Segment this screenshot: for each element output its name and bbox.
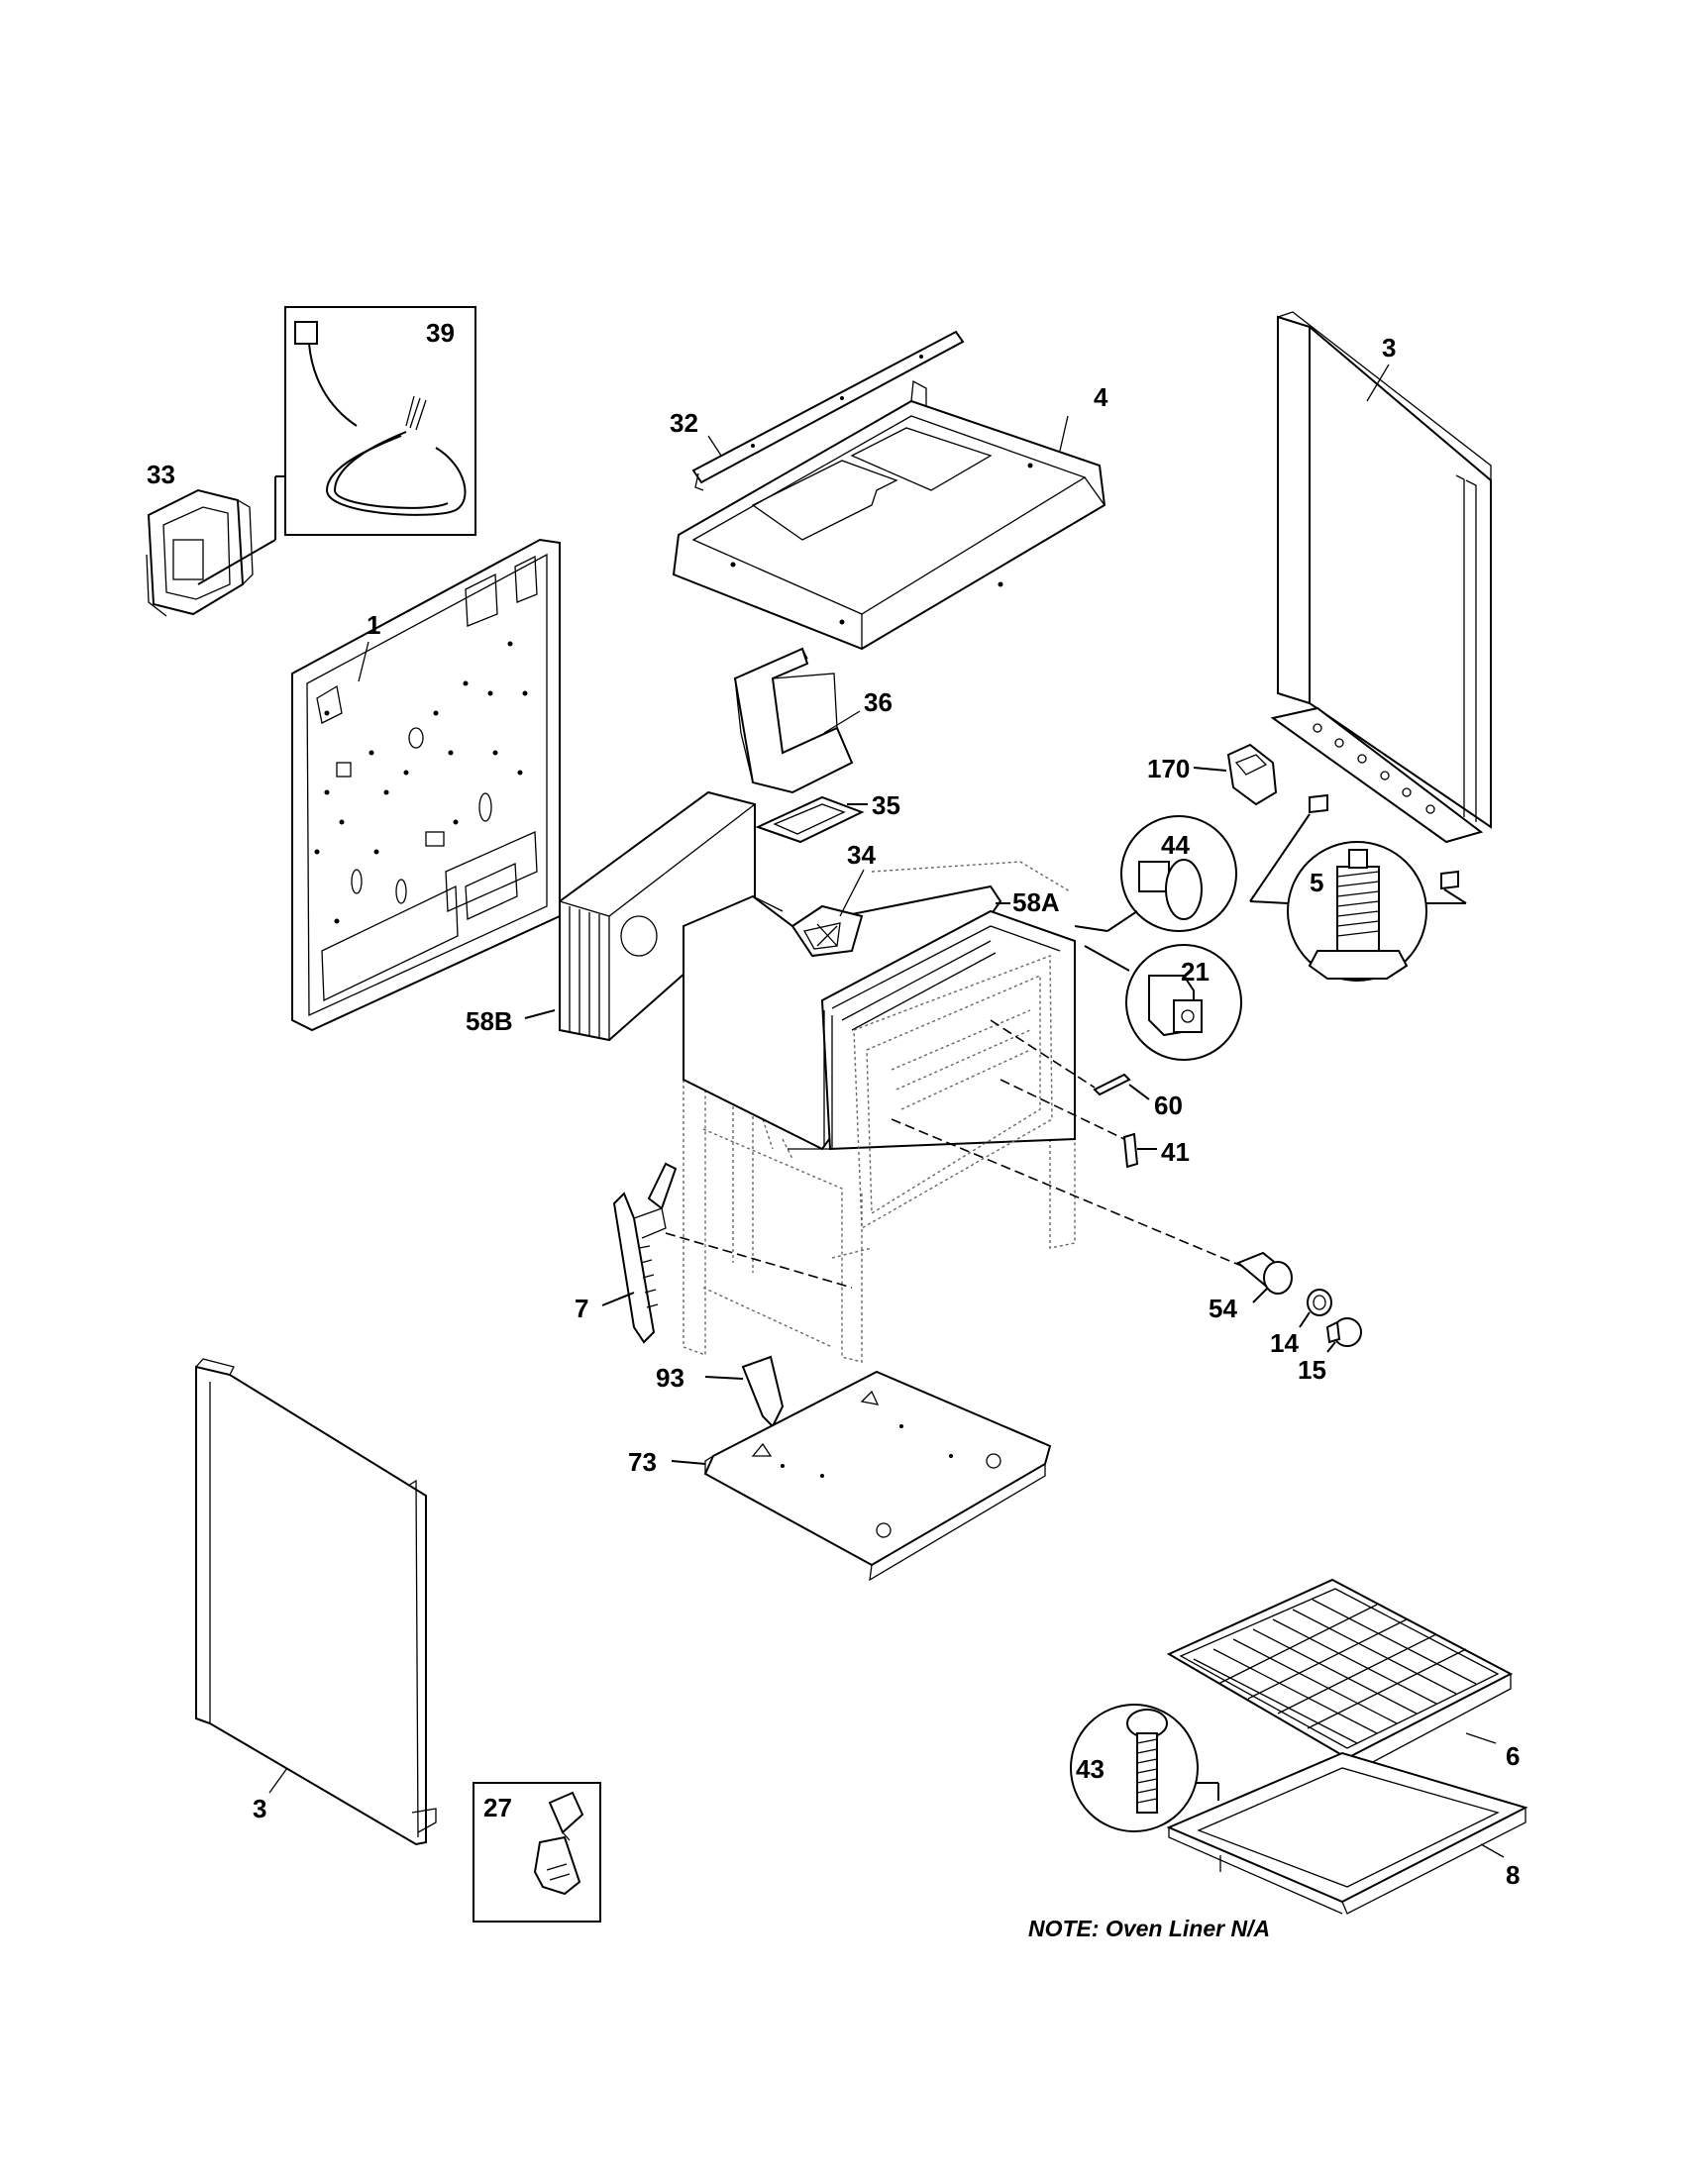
part-93-bracket bbox=[704, 1355, 785, 1428]
label-part-36: 36 bbox=[864, 687, 893, 717]
part-6-oven-rack bbox=[1166, 1578, 1514, 1774]
part-7-hinge bbox=[601, 1162, 853, 1344]
label-part-41: 41 bbox=[1161, 1137, 1190, 1167]
part-43-screw bbox=[1070, 1704, 1219, 1832]
part-39-power-cord bbox=[274, 306, 476, 540]
part-5-leveling-leg bbox=[1249, 793, 1467, 982]
note-oven-liner: NOTE: Oven Liner N/A bbox=[1028, 1916, 1270, 1941]
label-part-54: 54 bbox=[1209, 1294, 1237, 1323]
part-54-lamp-receptacle bbox=[891, 1118, 1293, 1303]
part-1-rear-panel bbox=[291, 538, 561, 1032]
label-part-58b: 58B bbox=[466, 1006, 513, 1036]
part-73-bottom-panel bbox=[671, 1370, 1052, 1582]
label-part-8: 8 bbox=[1506, 1860, 1520, 1890]
part-170-bracket bbox=[1193, 743, 1278, 806]
label-part-7: 7 bbox=[575, 1294, 588, 1323]
part-3-side-panel-top bbox=[1270, 311, 1492, 844]
label-part-4: 4 bbox=[1094, 382, 1108, 412]
part-8-pan bbox=[1166, 1751, 1528, 1915]
label-part-44: 44 bbox=[1161, 830, 1190, 860]
label-part-27: 27 bbox=[483, 1793, 512, 1822]
part-32-top-rail bbox=[691, 330, 965, 491]
label-part-170: 170 bbox=[1147, 754, 1190, 783]
label-part-33: 33 bbox=[147, 460, 175, 489]
label-part-1: 1 bbox=[367, 610, 380, 640]
label-part-43: 43 bbox=[1076, 1754, 1105, 1784]
label-part-5: 5 bbox=[1310, 868, 1323, 897]
part-3-side-panel-bottom bbox=[195, 1358, 437, 1846]
cabinet-frame-phantom bbox=[683, 861, 1076, 1363]
label-part-6: 6 bbox=[1506, 1741, 1520, 1771]
label-part-15: 15 bbox=[1298, 1355, 1326, 1385]
oven-cavity-58a bbox=[683, 869, 1076, 1230]
label-part-58a: 58A bbox=[1012, 887, 1060, 917]
part-35-vent-gasket bbox=[755, 795, 868, 844]
label-part-35: 35 bbox=[872, 790, 900, 820]
label-part-60: 60 bbox=[1154, 1091, 1183, 1120]
label-part-14: 14 bbox=[1270, 1328, 1299, 1358]
part-60-clip bbox=[990, 1019, 1150, 1100]
label-part-93: 93 bbox=[656, 1363, 684, 1393]
part-15-lamp-bulb bbox=[1325, 1317, 1362, 1353]
label-part-32: 32 bbox=[670, 408, 698, 438]
label-part-34: 34 bbox=[847, 840, 876, 870]
part-14-lamp-socket bbox=[1299, 1289, 1332, 1328]
part-4-top-panel bbox=[672, 379, 1106, 651]
label-part-3-bottom: 3 bbox=[253, 1794, 266, 1823]
part-36-vent-duct bbox=[733, 647, 861, 794]
label-part-3-top: 3 bbox=[1382, 333, 1396, 363]
part-33-terminal-bracket bbox=[146, 488, 276, 617]
part-27-clip bbox=[473, 1782, 601, 1923]
label-part-73: 73 bbox=[628, 1447, 657, 1477]
label-part-39: 39 bbox=[426, 318, 455, 348]
part-21-rack-support bbox=[1084, 944, 1242, 1061]
label-part-21: 21 bbox=[1181, 957, 1210, 987]
part-41-bracket bbox=[1000, 1079, 1157, 1169]
part-44-bumper bbox=[1074, 815, 1237, 932]
